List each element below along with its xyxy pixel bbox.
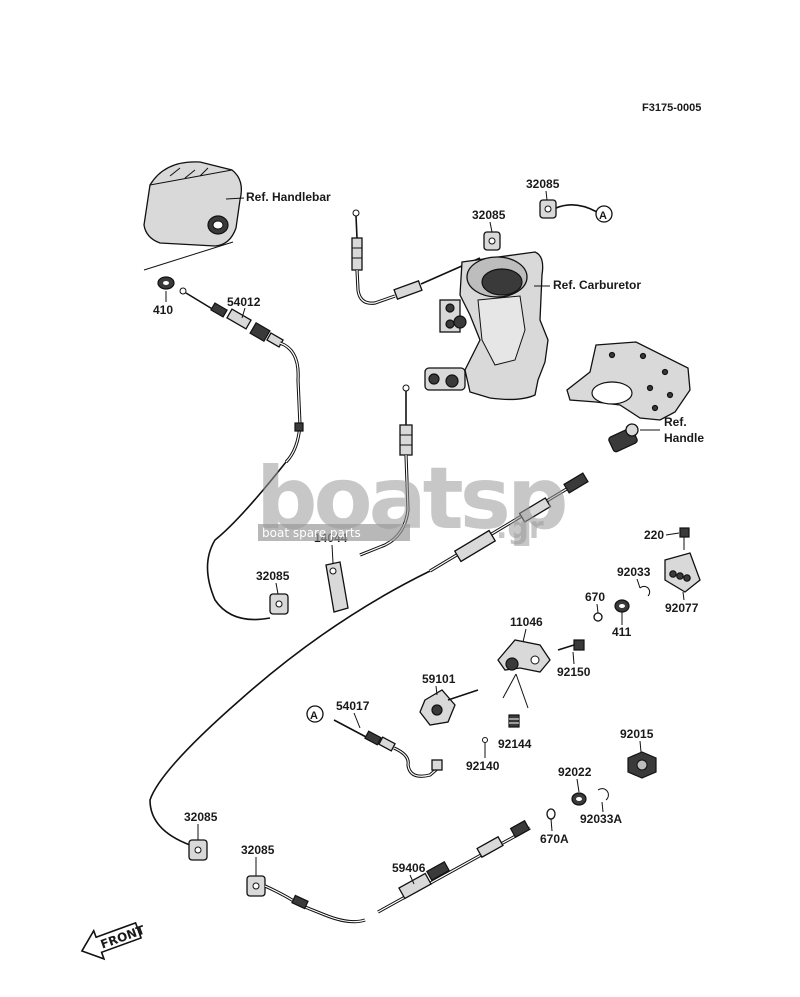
label-92144: 92144 xyxy=(498,737,532,751)
label-92015: 92015 xyxy=(620,727,654,741)
part-220-screw xyxy=(679,527,690,550)
callout-a-top-label: A xyxy=(599,210,607,222)
part-92033-clip xyxy=(639,585,651,597)
part-92033a-clip xyxy=(597,788,609,801)
watermark-suffix: .gr xyxy=(496,511,544,546)
label-670: 670 xyxy=(585,590,605,604)
part-14044-plate xyxy=(325,561,349,613)
handlebar-housing xyxy=(143,161,243,271)
label-410: 410 xyxy=(153,303,173,317)
part-32085-clip-bottom-1 xyxy=(188,839,208,861)
part-92015-nut xyxy=(627,751,657,779)
handle-bracket-plate xyxy=(566,341,691,453)
part-411-washer xyxy=(614,599,630,613)
part-32085-clip-top-left xyxy=(483,231,501,251)
part-92144-spring xyxy=(508,714,520,728)
main-long-cable xyxy=(149,472,589,846)
watermark-tagline: boat spare parts xyxy=(262,526,361,540)
part-32085-clip-mid xyxy=(269,593,289,615)
label-32085-top1: 32085 xyxy=(526,177,560,191)
part-11046-lever xyxy=(497,639,551,709)
part-92150-bolt xyxy=(557,639,585,651)
label-59406: 59406 xyxy=(392,861,426,875)
part-59101-lever xyxy=(419,689,479,726)
label-220: 220 xyxy=(644,528,664,542)
label-92033a: 92033A xyxy=(580,812,622,826)
ref-handle-label-2: Handle xyxy=(664,431,704,445)
callout-a-bottom-label: A xyxy=(310,710,318,722)
label-32085-mid: 32085 xyxy=(256,569,290,583)
part-410-washer xyxy=(157,276,175,290)
ref-handle-label-1: Ref. xyxy=(664,415,687,429)
label-54012: 54012 xyxy=(227,295,261,309)
front-arrow-icon: FRONT xyxy=(80,921,147,961)
label-92022: 92022 xyxy=(558,765,592,779)
part-92077-plate xyxy=(664,552,701,593)
ref-carburetor-label: Ref. Carburetor xyxy=(553,278,641,292)
label-59101: 59101 xyxy=(422,672,456,686)
part-670a-ring xyxy=(546,808,556,820)
part-92022-washer xyxy=(571,792,587,806)
part-670-ring xyxy=(593,612,603,622)
label-11046: 11046 xyxy=(510,615,543,629)
watermark: boatsp boat spare parts .gr xyxy=(256,449,569,549)
figure-code: F3175-0005 xyxy=(642,102,701,114)
label-670a: 670A xyxy=(540,832,569,846)
part-32085-clip-bottom-2 xyxy=(246,875,266,897)
part-59406-cable xyxy=(264,819,531,924)
label-92140: 92140 xyxy=(466,759,500,773)
label-32085-bottom1: 32085 xyxy=(184,810,218,824)
label-411: 411 xyxy=(612,625,632,639)
label-54017: 54017 xyxy=(336,699,370,713)
label-92077: 92077 xyxy=(665,601,699,615)
label-92033: 92033 xyxy=(617,565,651,579)
part-92140-pin xyxy=(482,737,488,743)
part-32085-clip-top-right xyxy=(539,199,598,219)
label-32085-top2: 32085 xyxy=(472,208,506,222)
ref-handlebar-label: Ref. Handlebar xyxy=(246,190,331,204)
label-32085-bottom2: 32085 xyxy=(241,843,275,857)
label-92150: 92150 xyxy=(557,665,591,679)
part-54012-cable xyxy=(179,287,304,621)
part-54017-cable: A xyxy=(306,705,443,778)
callout-a-top: A xyxy=(595,205,613,223)
carburetor-assembly xyxy=(424,251,549,401)
